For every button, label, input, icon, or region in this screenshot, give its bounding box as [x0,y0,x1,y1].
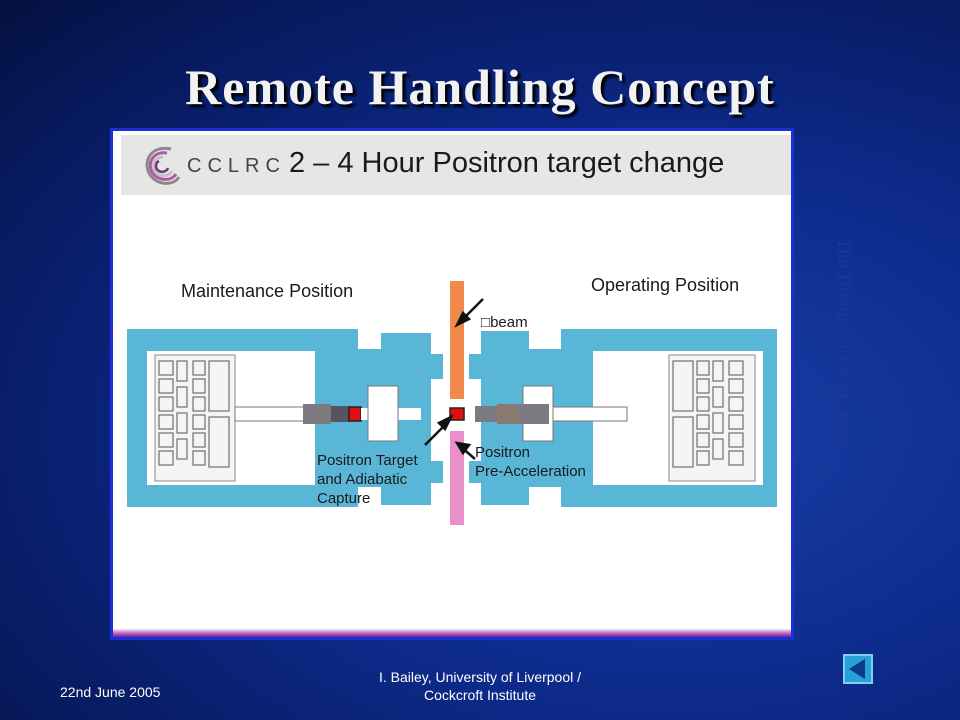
diagram-panel: CCLRC 2 – 4 Hour Positron target change [110,128,794,640]
positron-target-label: Positron Target and Adiabatic Capture [317,452,418,507]
slide-title: Remote Handling Concept [185,59,775,115]
beam-pipe-upper [450,281,464,399]
back-arrow-icon [849,659,865,679]
footer-credit: I. Bailey, University of Liverpool / Coc… [378,669,582,703]
footer-date: 22nd June 2005 [60,684,161,700]
panel-bottom-stripe [113,629,791,637]
maintenance-position-label: Maintenance Position [181,281,354,301]
panel-header: CCLRC 2 – 4 Hour Positron target change [121,135,791,195]
side-credit: Tim Broome, CCLRC RAL [833,238,854,450]
beam-pipe-lower [450,431,464,525]
maintenance-cave [127,329,443,507]
pre-acceleration-label: Positron Pre-Acceleration [475,444,586,480]
callout-arrows [424,298,484,460]
back-button[interactable] [843,654,873,684]
beam-label: □beam [481,314,528,331]
panel-title: 2 – 4 Hour Positron target change [289,147,725,179]
operating-cave [469,329,777,507]
logo-text: CCLRC [187,155,286,177]
operating-position-label: Operating Position [591,275,740,295]
cclrc-swirl-icon [145,146,181,185]
target-station-diagram [127,281,777,525]
target-in-beam [449,407,465,421]
